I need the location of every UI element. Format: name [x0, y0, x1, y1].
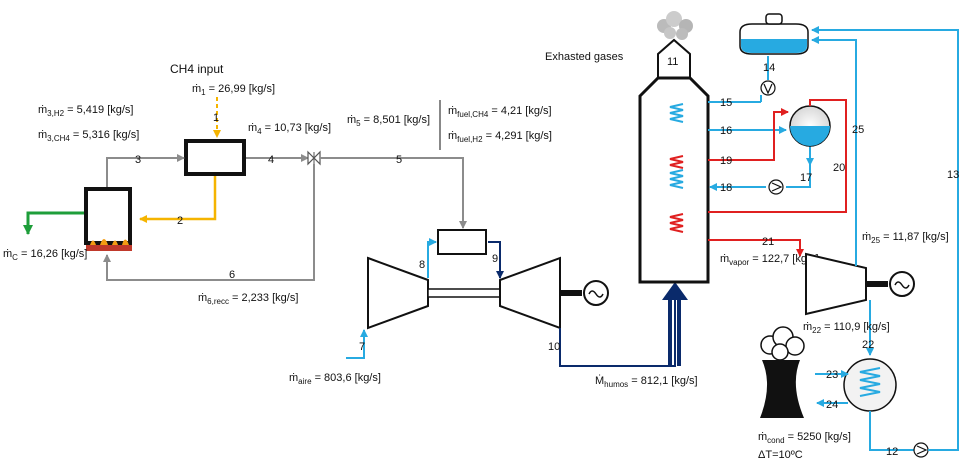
evaporator-coil-19 — [669, 155, 684, 169]
stream-12-line — [869, 411, 914, 451]
flow-label-m3-ch4: ṁ3,CH4 = 5,316 [kg/s] — [38, 129, 139, 143]
generator-icon[interactable] — [583, 280, 609, 306]
stream-14-label: 14 — [763, 62, 775, 74]
stream-3-label: 3 — [135, 154, 141, 166]
stream-17-label: 17 — [800, 172, 812, 184]
stream-2-label: 2 — [177, 215, 183, 227]
stream-24-label: 24 — [826, 399, 838, 411]
stream-3-line — [106, 154, 185, 189]
flame-icon — [86, 239, 132, 251]
deaerator-tank[interactable] — [739, 13, 809, 55]
stream-10-label: 10 — [548, 341, 560, 353]
flow-label-mc: ṁC = 16,26 [kg/s] — [3, 248, 87, 262]
stream-7-line — [346, 329, 368, 359]
pump-icon[interactable] — [760, 80, 776, 96]
flow-label-fuel-ch4: ṁfuel,CH4 = 4,21 [kg/s] — [448, 105, 552, 119]
air-compressor[interactable] — [367, 256, 429, 330]
stream-19-label: 19 — [720, 155, 732, 167]
splitter-valve[interactable] — [307, 150, 321, 166]
reformer-reactor[interactable] — [84, 187, 132, 245]
flow-label-m3-h2: ṁ3,H2 = 5,419 [kg/s] — [38, 104, 133, 118]
flow-label-m5: ṁ5 = 8,501 [kg/s] — [347, 114, 430, 128]
stream-12-label: 12 — [886, 446, 898, 458]
ch4-input-title: CH4 input — [170, 62, 224, 76]
stream-20-label: 20 — [833, 162, 845, 174]
pump-icon[interactable] — [768, 179, 784, 195]
generator-icon[interactable] — [889, 271, 915, 297]
flow-label-mcond: ṁcond = 5250 [kg/s] — [758, 431, 851, 445]
feed-heat-exchanger[interactable] — [184, 139, 246, 176]
steam-turbine-shaft — [866, 281, 888, 287]
evaporator-coil-18 — [669, 169, 684, 189]
turbine-shaft — [427, 288, 501, 298]
stream-15-label: 15 — [720, 97, 732, 109]
stream-25-line — [811, 36, 857, 266]
exhaust-gases-label: Exhasted gases — [545, 51, 624, 63]
stream-2-line — [139, 176, 217, 223]
stream-19-line — [708, 108, 789, 161]
stream-21-line — [708, 239, 804, 257]
superheater-coil — [669, 213, 684, 233]
stream-9-line — [488, 241, 504, 279]
stream-7-label: 7 — [359, 341, 365, 353]
economizer-coil-15 — [669, 103, 684, 123]
stream-25-label: 25 — [852, 124, 864, 136]
smoke-icon — [657, 11, 693, 40]
flow-label-mhumos: Ṁhumos = 812,1 [kg/s] — [595, 374, 698, 389]
stream-5-line — [320, 157, 467, 229]
flow-label-fuel-h2: ṁfuel,H2 = 4,291 [kg/s] — [448, 130, 552, 144]
stream-9-label: 9 — [492, 253, 498, 265]
stream-22-label: 22 — [862, 339, 874, 351]
stream-10-line — [559, 284, 676, 367]
stream-13-label: 13 — [947, 169, 959, 181]
stream-5-label: 5 — [396, 154, 402, 166]
condenser[interactable] — [843, 358, 897, 412]
stream-4-label: 4 — [268, 154, 274, 166]
stream-18-label: 18 — [720, 182, 732, 194]
steam-drum[interactable] — [789, 105, 831, 147]
flow-label-m6: ṁ6,recc = 2,233 [kg/s] — [198, 292, 298, 306]
stream-8-label: 8 — [419, 259, 425, 271]
generator-shaft — [560, 290, 582, 296]
stream-20-line — [708, 99, 847, 213]
steam-turbine[interactable] — [805, 252, 867, 316]
cooling-tower-icon — [760, 326, 805, 418]
flue-gas-inlet-arrow — [662, 282, 688, 366]
gas-turbine[interactable] — [499, 256, 561, 330]
stream-6-label: 6 — [229, 269, 235, 281]
stream-8-line — [427, 238, 437, 278]
stream-11-label: 11 — [667, 56, 678, 68]
combustion-chamber[interactable] — [437, 229, 487, 255]
carbon-output-line — [23, 211, 84, 235]
stream-6-line — [103, 164, 315, 281]
flow-label-m22: ṁ22 = 110,9 [kg/s] — [803, 321, 890, 335]
stream-16-label: 16 — [720, 125, 732, 137]
flow-label-m4: ṁ4 = 10,73 [kg/s] — [248, 122, 331, 136]
flow-label-maire: ṁaire = 803,6 [kg/s] — [289, 372, 381, 386]
stream-23-label: 23 — [826, 369, 838, 381]
stream-1-label: 1 — [213, 112, 219, 124]
pump-icon[interactable] — [913, 442, 929, 458]
flow-label-m25: ṁ25 = 11,87 [kg/s] — [862, 231, 949, 245]
flow-label-mvapor: ṁvapor = 122,7 [kg/s] — [720, 253, 819, 267]
flow-label-m1: ṁ1 = 26,99 [kg/s] — [192, 83, 275, 97]
delta-t-label: ΔT=10ºC — [758, 449, 803, 461]
stream-13-line — [811, 26, 959, 451]
stream-21-label: 21 — [762, 236, 774, 248]
